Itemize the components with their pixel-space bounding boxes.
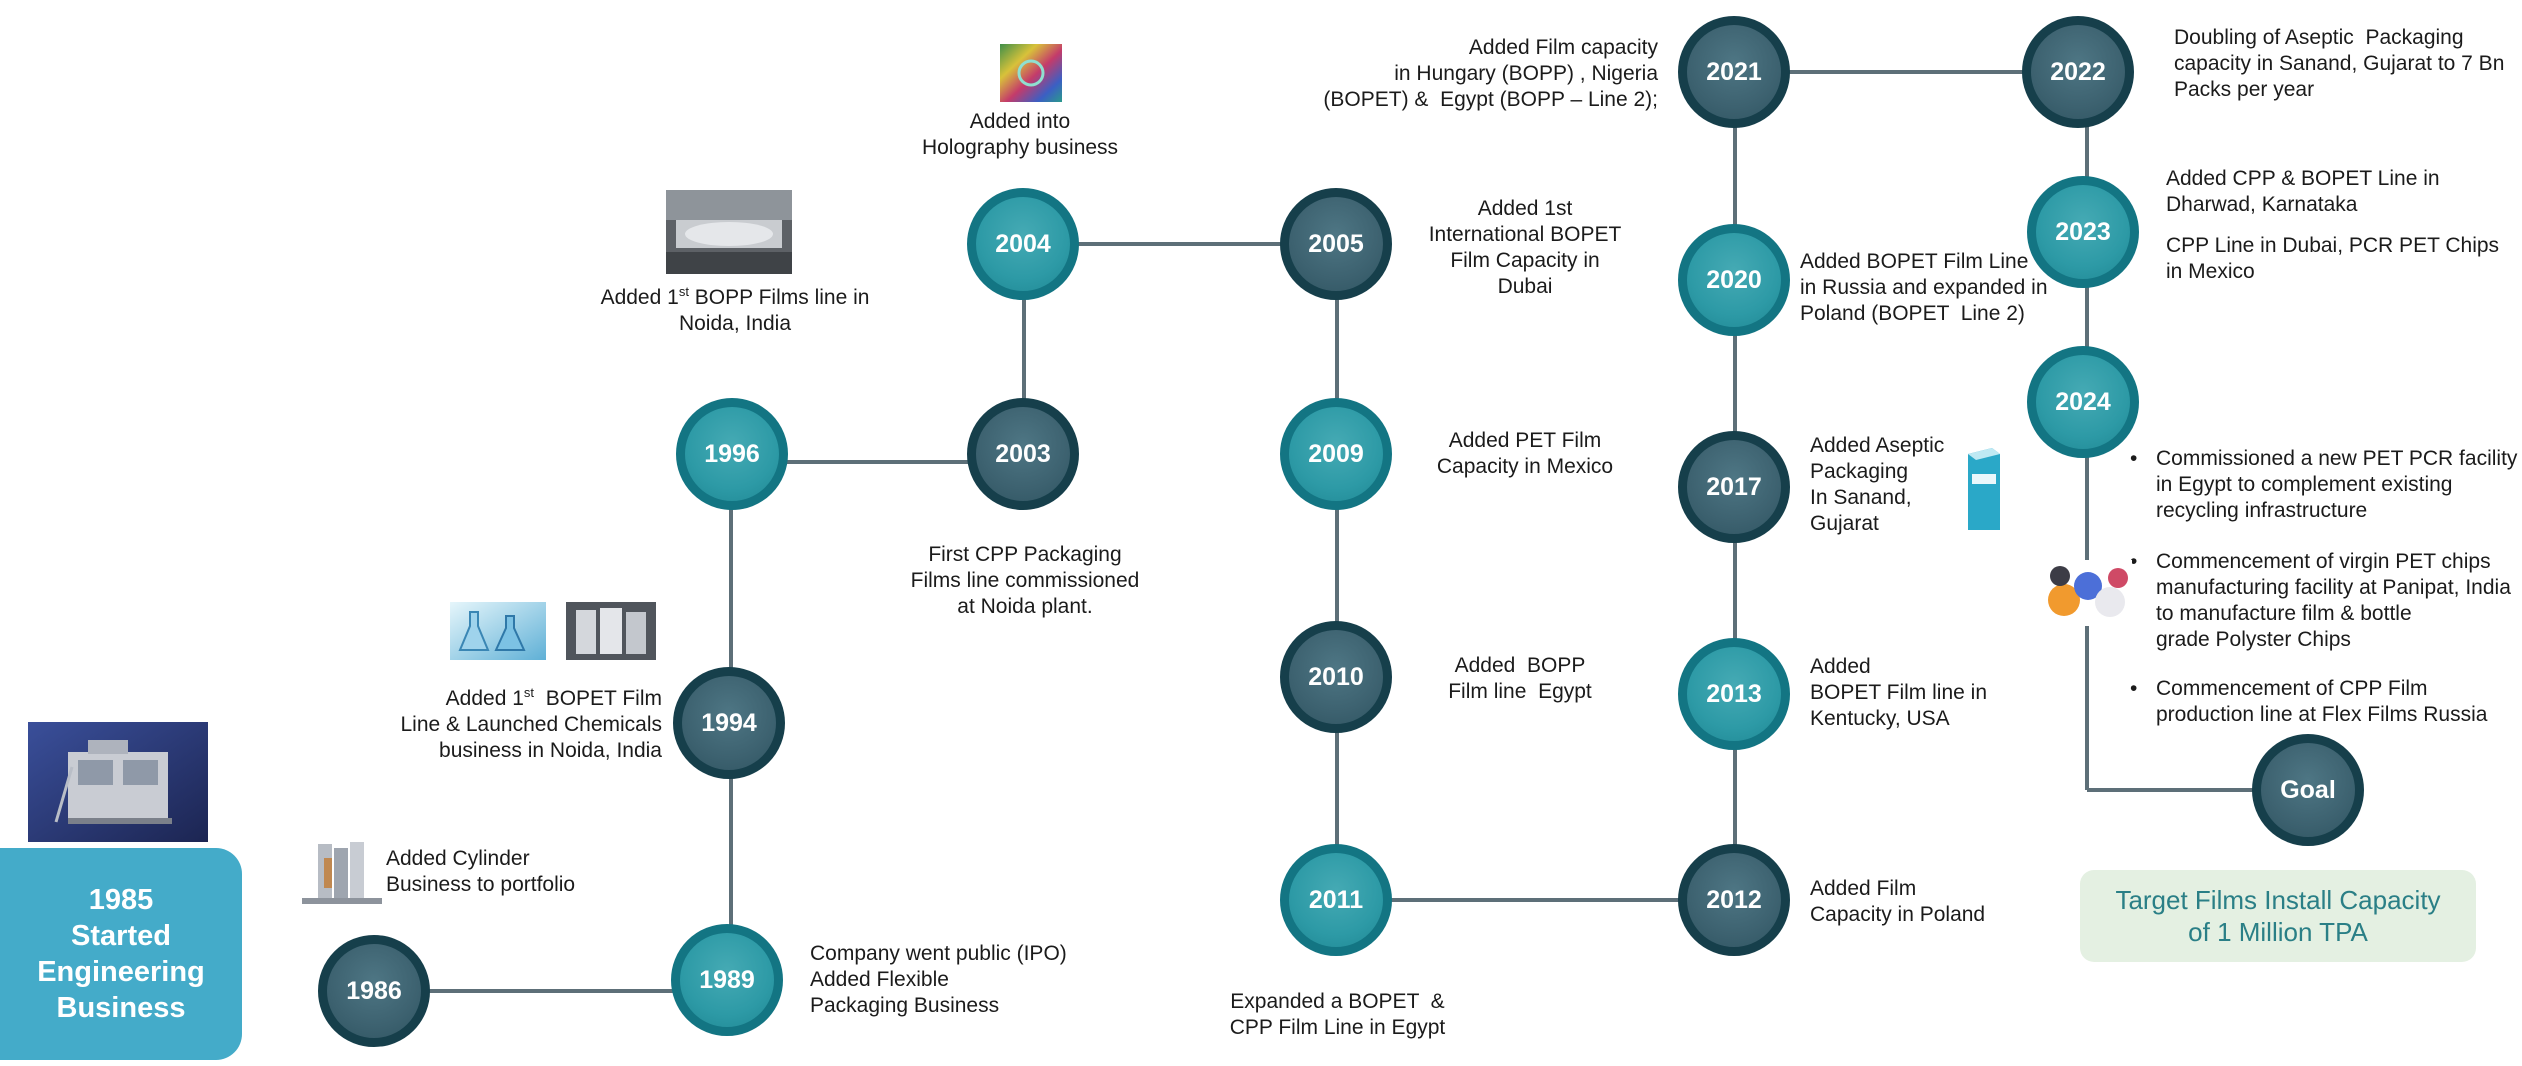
chemicals-lab-photo: [450, 602, 546, 660]
start-line-3: Business: [56, 992, 186, 1024]
node-1986: 1986: [318, 935, 430, 1047]
node-2023: 2023: [2027, 176, 2139, 288]
label-1994: Added 1st BOPET Film Line & Launched Che…: [400, 685, 663, 762]
node-2020: 2020: [1678, 224, 1790, 336]
node-2022: 2022: [2022, 16, 2134, 128]
hologram-photo: [1000, 44, 1062, 102]
start-line-2: Engineering: [37, 956, 205, 988]
aseptic-carton-photo: [1962, 446, 2006, 534]
node-2013: 2013: [1678, 638, 1790, 750]
node-2004: 2004: [967, 188, 1079, 300]
target-line-2: of 1 Million TPA: [2188, 917, 2368, 947]
node-1989: 1989: [671, 924, 783, 1036]
node-2010: 2010: [1280, 621, 1392, 733]
node-goal: Goal: [2252, 734, 2364, 846]
node-1994: 1994: [673, 667, 785, 779]
factory-line-photo: [666, 190, 792, 274]
label-2011: Expanded a BOPET &CPP Film Line in Egypt: [1229, 990, 1446, 1039]
node-2011: 2011: [1280, 844, 1392, 956]
start-line-year: 1985: [88, 884, 154, 916]
target-line-1: Target Films Install Capacity: [2115, 885, 2441, 915]
label-2024-bullet-2: Commencement of virgin PET chipsmanufact…: [2120, 549, 2511, 653]
start-line-1: Started: [71, 920, 171, 952]
film-rolls-photo: [566, 602, 656, 660]
node-2005: 2005: [1280, 188, 1392, 300]
node-2021: 2021: [1678, 16, 1790, 128]
node-2003: 2003: [967, 398, 1079, 510]
node-2017: 2017: [1678, 431, 1790, 543]
target-box: Target Films Install Capacity of 1 Milli…: [2080, 870, 2476, 962]
start-box-1985: 1985 Started Engineering Business: [0, 848, 242, 1060]
node-2009: 2009: [1280, 398, 1392, 510]
node-1996: 1996: [676, 398, 788, 510]
pet-chips-photo: [2040, 560, 2132, 626]
cylinder-rolls-photo: [298, 838, 386, 910]
node-2024: 2024: [2027, 346, 2139, 458]
packaging-machine-photo: [28, 722, 208, 842]
label-1996: Added 1st BOPP Films line in Noida, Indi…: [600, 284, 870, 335]
node-2012: 2012: [1678, 844, 1790, 956]
